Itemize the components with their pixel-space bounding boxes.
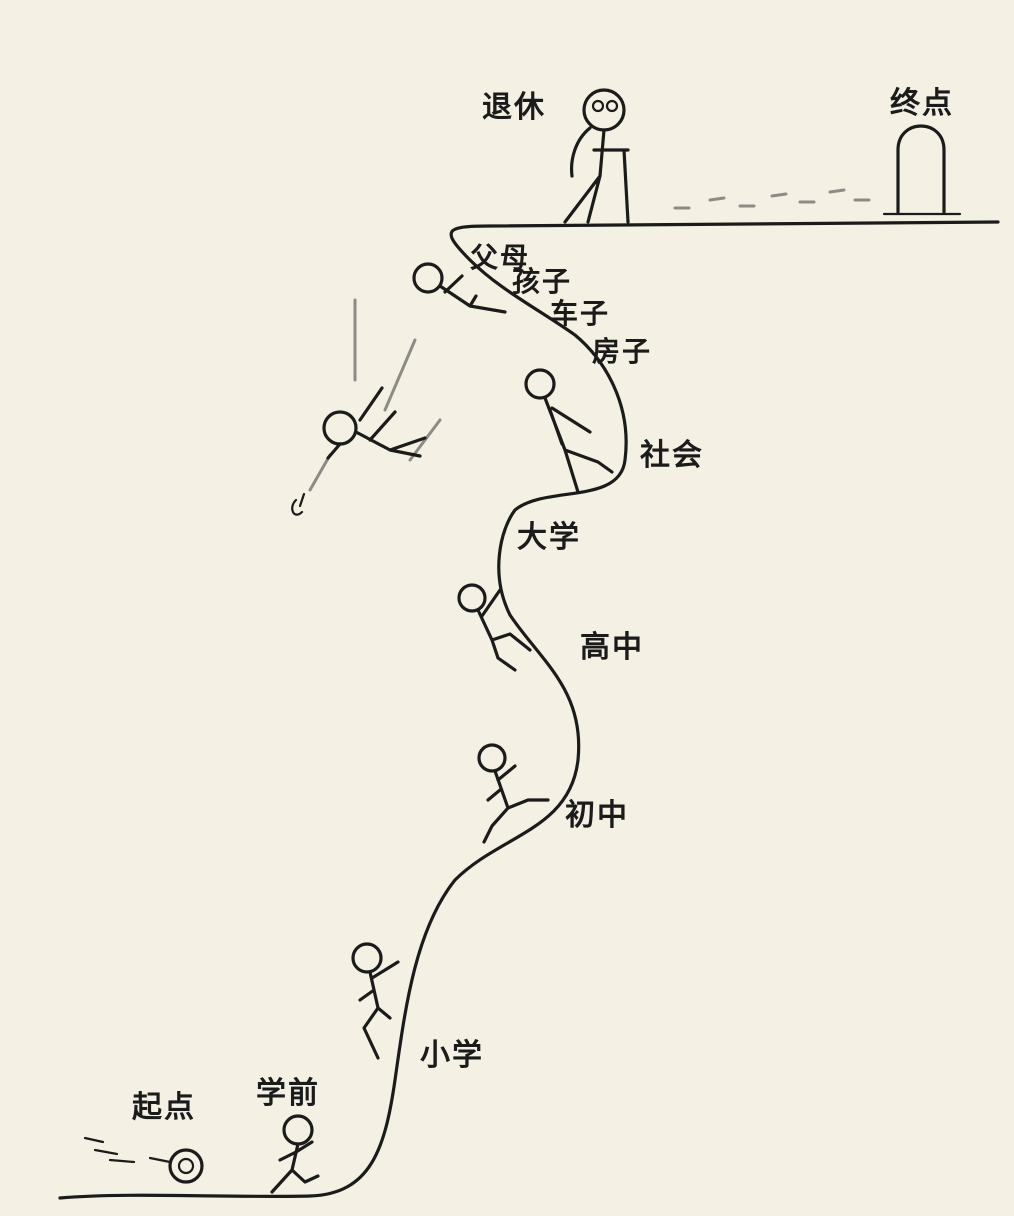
label-society: 社会 xyxy=(640,438,704,473)
label-university: 大学 xyxy=(517,520,581,555)
start-target-icon xyxy=(83,1136,204,1184)
label-house: 房子 xyxy=(592,335,653,368)
label-junior-high: 初中 xyxy=(565,798,629,833)
climber-primary-figure xyxy=(351,942,400,1060)
label-primary: 小学 xyxy=(420,1038,484,1073)
retired-elder-figure xyxy=(563,88,630,224)
mountain-path xyxy=(58,220,1000,1200)
label-retire: 退休 xyxy=(482,90,546,125)
footprints xyxy=(673,188,871,210)
climber-top-figure xyxy=(412,262,507,314)
label-preschool: 学前 xyxy=(256,1076,320,1111)
label-senior-high: 高中 xyxy=(580,630,644,665)
label-car: 车子 xyxy=(550,297,611,330)
walker-society-figure xyxy=(524,368,614,494)
runner-preschool-figure xyxy=(270,1114,320,1194)
climber-senior-high-figure xyxy=(457,583,532,672)
label-start: 起点 xyxy=(132,1090,196,1125)
falling-figure xyxy=(291,298,442,516)
label-parents: 父母 xyxy=(470,241,531,274)
gravestone-icon xyxy=(882,124,962,216)
label-finish: 终点 xyxy=(890,86,954,121)
climber-junior-high-figure xyxy=(477,743,550,844)
label-children: 孩子 xyxy=(512,265,573,298)
